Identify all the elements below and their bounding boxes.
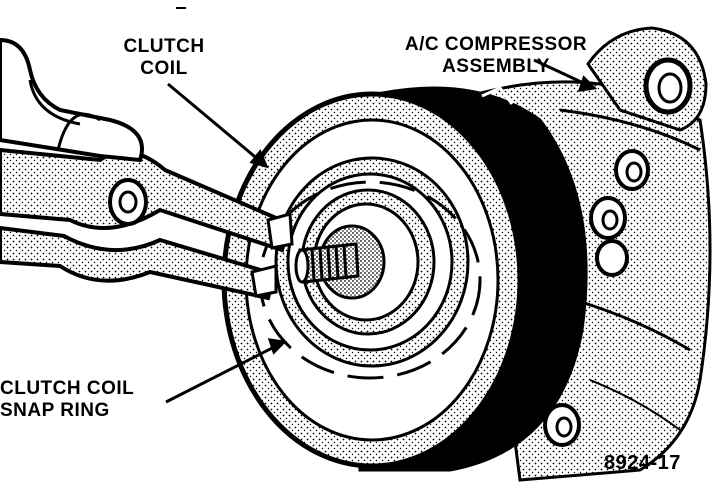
compressor-assembly-label: A/C COMPRESSOR ASSEMBLY: [378, 34, 614, 78]
compressor-bolt: [589, 196, 627, 240]
compressor-label-line1: A/C COMPRESSOR: [404, 34, 588, 55]
compressor-shaft: [294, 224, 386, 300]
snap-ring-label: CLUTCH COIL SNAP RING: [0, 378, 180, 422]
clutch-coil-label-line1: CLUTCH: [123, 36, 205, 57]
clutch-coil-label-line2: COIL: [140, 58, 188, 79]
snap-ring-label-line2: SNAP RING: [0, 400, 110, 421]
leader-lines: [165, 58, 598, 404]
compressor-bolt: [595, 239, 629, 277]
hand: [0, 37, 144, 163]
figure-code: 8924-17: [604, 452, 681, 474]
compressor-label-line2: ASSEMBLY: [442, 56, 550, 77]
compressor-bolt: [614, 149, 650, 191]
clutch-coil-label: CLUTCH COIL: [112, 36, 216, 80]
snap-ring-label-line1: CLUTCH COIL: [0, 378, 135, 399]
compressor-bolt: [543, 403, 581, 447]
mounting-ear: [586, 26, 708, 132]
snap-ring-pliers: [0, 147, 294, 301]
